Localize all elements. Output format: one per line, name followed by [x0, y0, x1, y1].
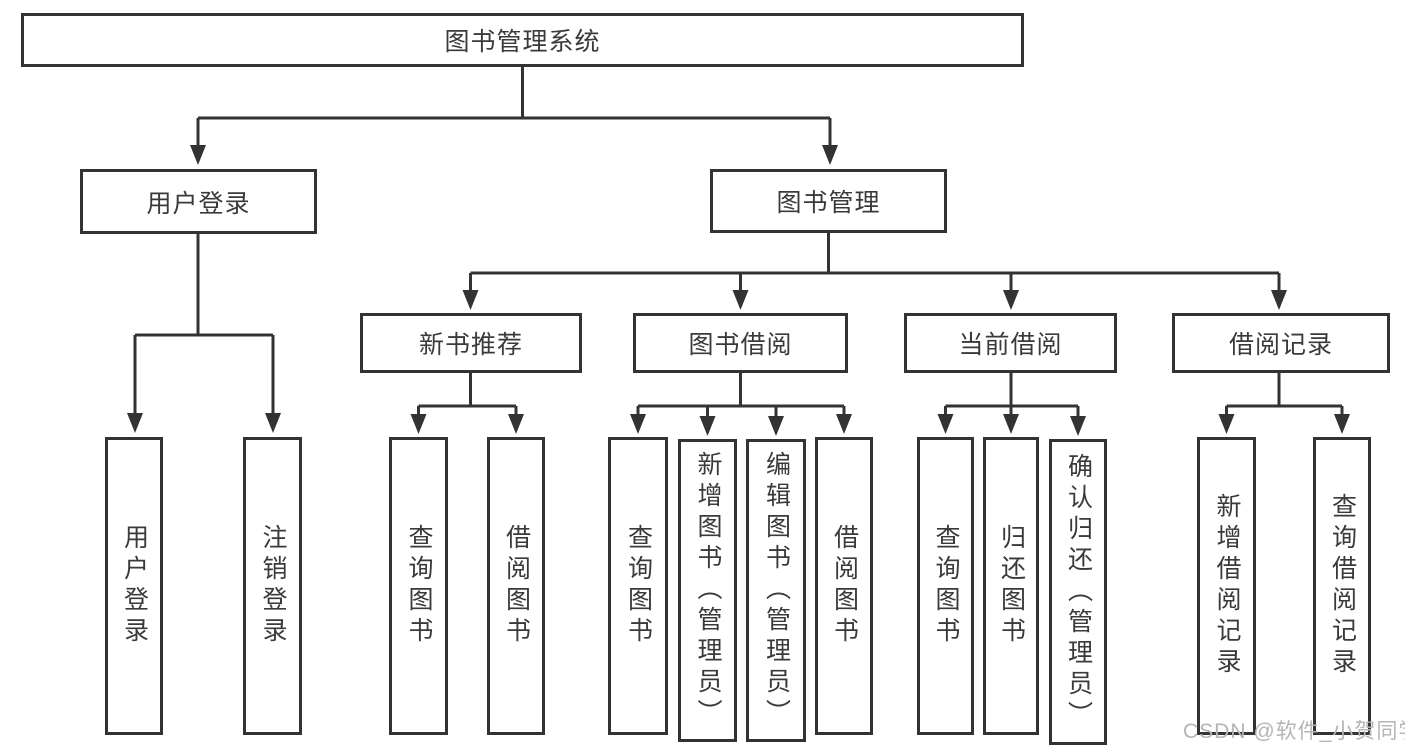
leaf-user-login-label: 用户登录	[120, 524, 149, 648]
leaf-user-login: 用户登录	[105, 437, 163, 735]
leaf-borrowing-edit-books-admin: 编辑图书（管理员）	[746, 439, 806, 742]
leaf-records-query-record-label: 查询借阅记录	[1328, 493, 1357, 679]
node-book-management-label: 图书管理	[776, 189, 881, 217]
node-root-label: 图书管理系统	[444, 28, 601, 56]
leaf-current-query-books: 查询图书	[917, 437, 974, 735]
leaf-recommend-query-books-label: 查询图书	[405, 524, 433, 648]
node-book-borrowing: 图书借阅	[633, 313, 848, 373]
node-current-borrowing-label: 当前借阅	[958, 331, 1063, 359]
node-borrowing-records: 借阅记录	[1172, 313, 1390, 373]
leaf-borrowing-query-books-label: 查询图书	[624, 524, 653, 648]
node-user-login-label: 用户登录	[146, 189, 251, 218]
leaf-borrowing-add-books-admin-label: 新增图书（管理员）	[694, 451, 722, 730]
leaf-current-confirm-return-admin: 确认归还（管理员）	[1049, 439, 1107, 745]
leaf-recommend-borrow-books-label: 借阅图书	[502, 524, 531, 648]
leaf-borrowing-add-books-admin: 新增图书（管理员）	[678, 439, 737, 742]
node-user-login: 用户登录	[80, 169, 317, 234]
leaf-current-confirm-return-admin-label: 确认归还（管理员）	[1064, 452, 1093, 732]
node-root: 图书管理系统	[21, 13, 1024, 67]
leaf-borrowing-borrow-books-label: 借阅图书	[830, 524, 859, 648]
node-new-book-recommendation-label: 新书推荐	[418, 331, 523, 359]
node-borrowing-records-label: 借阅记录	[1228, 331, 1333, 359]
leaf-borrowing-borrow-books: 借阅图书	[815, 437, 873, 735]
leaf-records-add-record: 新增借阅记录	[1197, 437, 1256, 735]
leaf-recommend-borrow-books: 借阅图书	[487, 437, 545, 735]
node-book-borrowing-label: 图书借阅	[688, 331, 793, 359]
leaf-recommend-query-books: 查询图书	[389, 437, 448, 735]
node-current-borrowing: 当前借阅	[904, 313, 1117, 373]
watermark: CSDN @软件_小贺同学	[1183, 720, 1405, 743]
node-new-book-recommendation: 新书推荐	[360, 313, 582, 373]
leaf-current-query-books-label: 查询图书	[932, 524, 960, 648]
leaf-borrowing-query-books: 查询图书	[608, 437, 668, 735]
leaf-current-return-books: 归还图书	[983, 437, 1039, 735]
leaf-borrowing-edit-books-admin-label: 编辑图书（管理员）	[762, 451, 791, 730]
leaf-current-return-books-label: 归还图书	[997, 524, 1026, 648]
leaf-records-add-record-label: 新增借阅记录	[1213, 493, 1241, 679]
leaf-logout: 注销登录	[243, 437, 302, 735]
leaf-records-query-record: 查询借阅记录	[1313, 437, 1371, 735]
node-book-management: 图书管理	[710, 169, 947, 233]
leaf-logout-label: 注销登录	[259, 524, 287, 648]
